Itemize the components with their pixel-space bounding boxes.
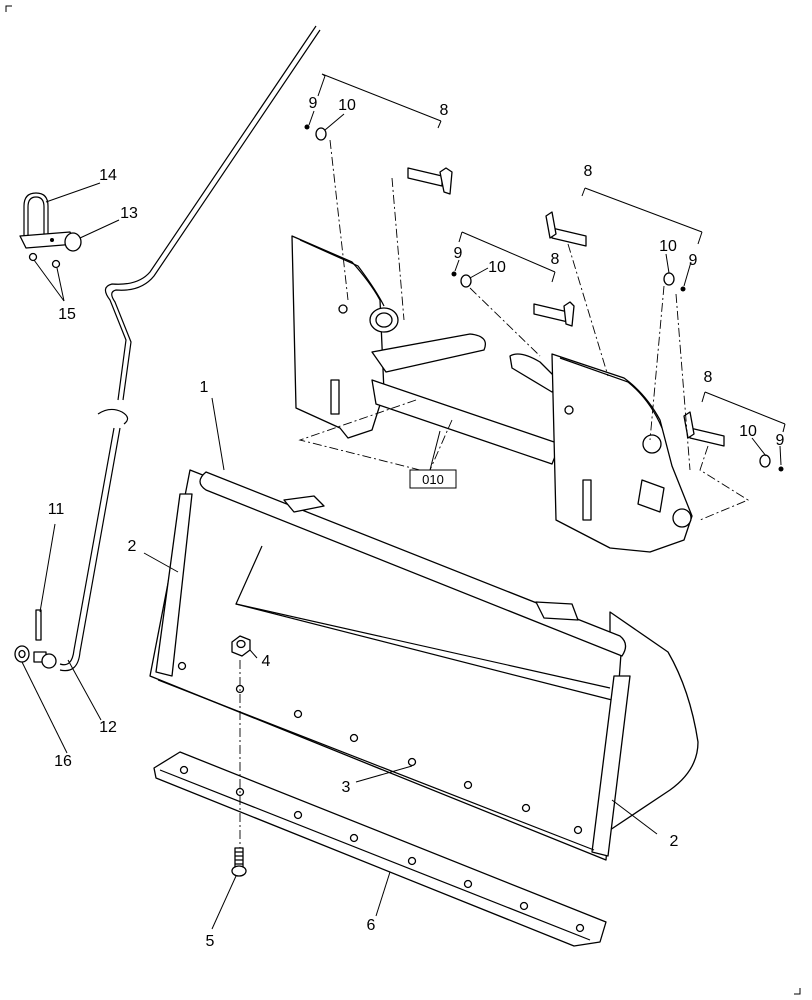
callout-13: 13 — [120, 205, 138, 222]
linkage-rod — [59, 25, 321, 672]
callout-15: 15 — [58, 306, 76, 323]
callout-3: 3 — [342, 779, 351, 796]
callout-16: 16 — [54, 753, 72, 770]
callouts: 1 2 2 3 4 5 6 8 8 8 8 9 9 9 9 10 10 10 1… — [48, 95, 785, 950]
callout-9-upper-right: 9 — [689, 252, 698, 269]
callout-8-upper-right: 8 — [584, 163, 593, 180]
reference-box-label: 010 — [422, 472, 444, 487]
bucket — [149, 469, 699, 861]
callout-9-top: 9 — [309, 95, 318, 112]
u-bolt-bracket — [19, 192, 82, 269]
callout-11: 11 — [48, 501, 65, 518]
callout-10-top: 10 — [338, 97, 356, 114]
callout-1: 1 — [200, 379, 209, 396]
pin-assembly — [14, 609, 57, 669]
alignment-lines — [239, 139, 749, 848]
reference-box: 010 — [409, 469, 457, 489]
callout-9-middle: 9 — [454, 245, 463, 262]
plow-bolt — [231, 847, 247, 877]
crop-marks — [5, 5, 801, 995]
floor-bolt-holes — [177, 661, 583, 835]
callout-2-left: 2 — [128, 538, 137, 555]
mounting-frame — [291, 235, 693, 553]
group-brackets — [317, 73, 786, 433]
callout-12: 12 — [99, 719, 117, 736]
callout-4: 4 — [262, 653, 271, 670]
callout-2-right: 2 — [670, 833, 679, 850]
hitch-pins — [304, 124, 784, 472]
callout-10-upper-right: 10 — [659, 238, 677, 255]
leader-lines — [21, 110, 782, 930]
callout-10-lower-right: 10 — [739, 423, 757, 440]
callout-10-middle: 10 — [488, 259, 506, 276]
callout-5: 5 — [206, 933, 215, 950]
callout-8-top: 8 — [440, 102, 449, 119]
callout-14: 14 — [99, 167, 117, 184]
callout-6: 6 — [367, 917, 376, 934]
callout-8-middle: 8 — [551, 251, 560, 268]
callout-8-lower-right: 8 — [704, 369, 713, 386]
callout-9-lower-right: 9 — [776, 432, 785, 449]
